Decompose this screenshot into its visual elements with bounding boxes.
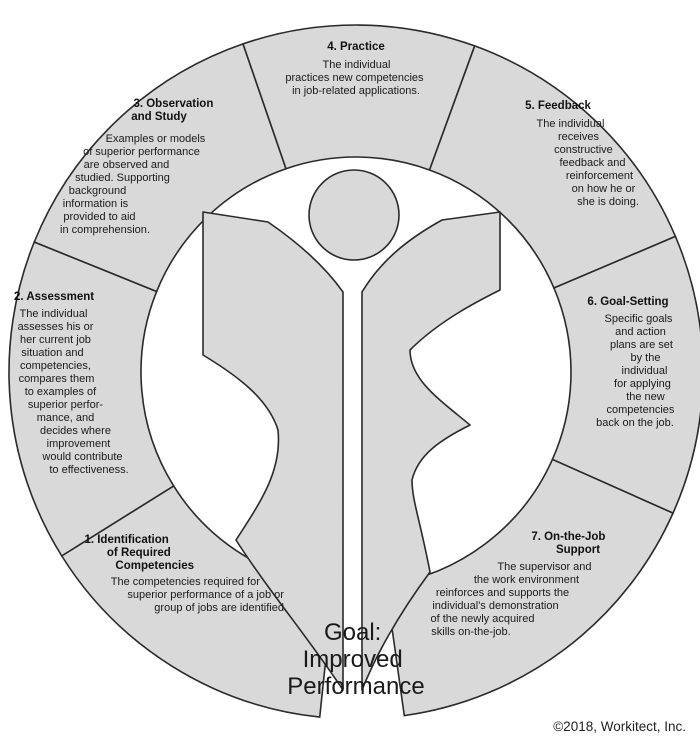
segment-body-on-the-job-support: The supervisor and the work environment … bbox=[430, 561, 594, 638]
segment-title-identification: 1. Identification of Required Competenci… bbox=[84, 534, 194, 572]
segment-body-practice: The individual practices new competencie… bbox=[285, 59, 426, 97]
segment-on-the-job-support bbox=[385, 458, 675, 717]
figure-left-half bbox=[202, 211, 344, 691]
segment-body-goal-setting: Specific goals and action plans are set … bbox=[596, 313, 677, 429]
segment-title-on-the-job-support: 7. On-the-Job Support bbox=[531, 531, 608, 556]
figure-right-half bbox=[361, 211, 501, 691]
segment-body-feedback: The individual receives constructive fee… bbox=[537, 118, 639, 208]
segment-body-observation: Examples or models of superior performan… bbox=[60, 133, 208, 236]
segment-body-assessment: The individual assesses his or her curre… bbox=[18, 308, 129, 476]
segment-title-feedback: 5. Feedback bbox=[525, 100, 591, 112]
segment-title-observation: 3. Observation and Study bbox=[131, 98, 216, 123]
ring bbox=[8, 24, 700, 718]
segment-title-practice: 4. Practice bbox=[327, 41, 385, 53]
segment-assessment bbox=[8, 240, 175, 557]
segment-labels: 1. Identification of Required Competenci… bbox=[14, 41, 677, 638]
figure-head bbox=[308, 169, 400, 261]
copyright-notice: ©2018, Workitect, Inc. bbox=[553, 719, 686, 734]
segment-title-goal-setting: 6. Goal-Setting bbox=[587, 296, 668, 308]
segment-title-assessment: 2. Assessment bbox=[14, 291, 94, 303]
segment-body-identification: The competencies required for superior p… bbox=[111, 576, 287, 614]
goal-label: Goal: Improved Performance bbox=[287, 619, 424, 700]
person-figure bbox=[202, 169, 501, 691]
